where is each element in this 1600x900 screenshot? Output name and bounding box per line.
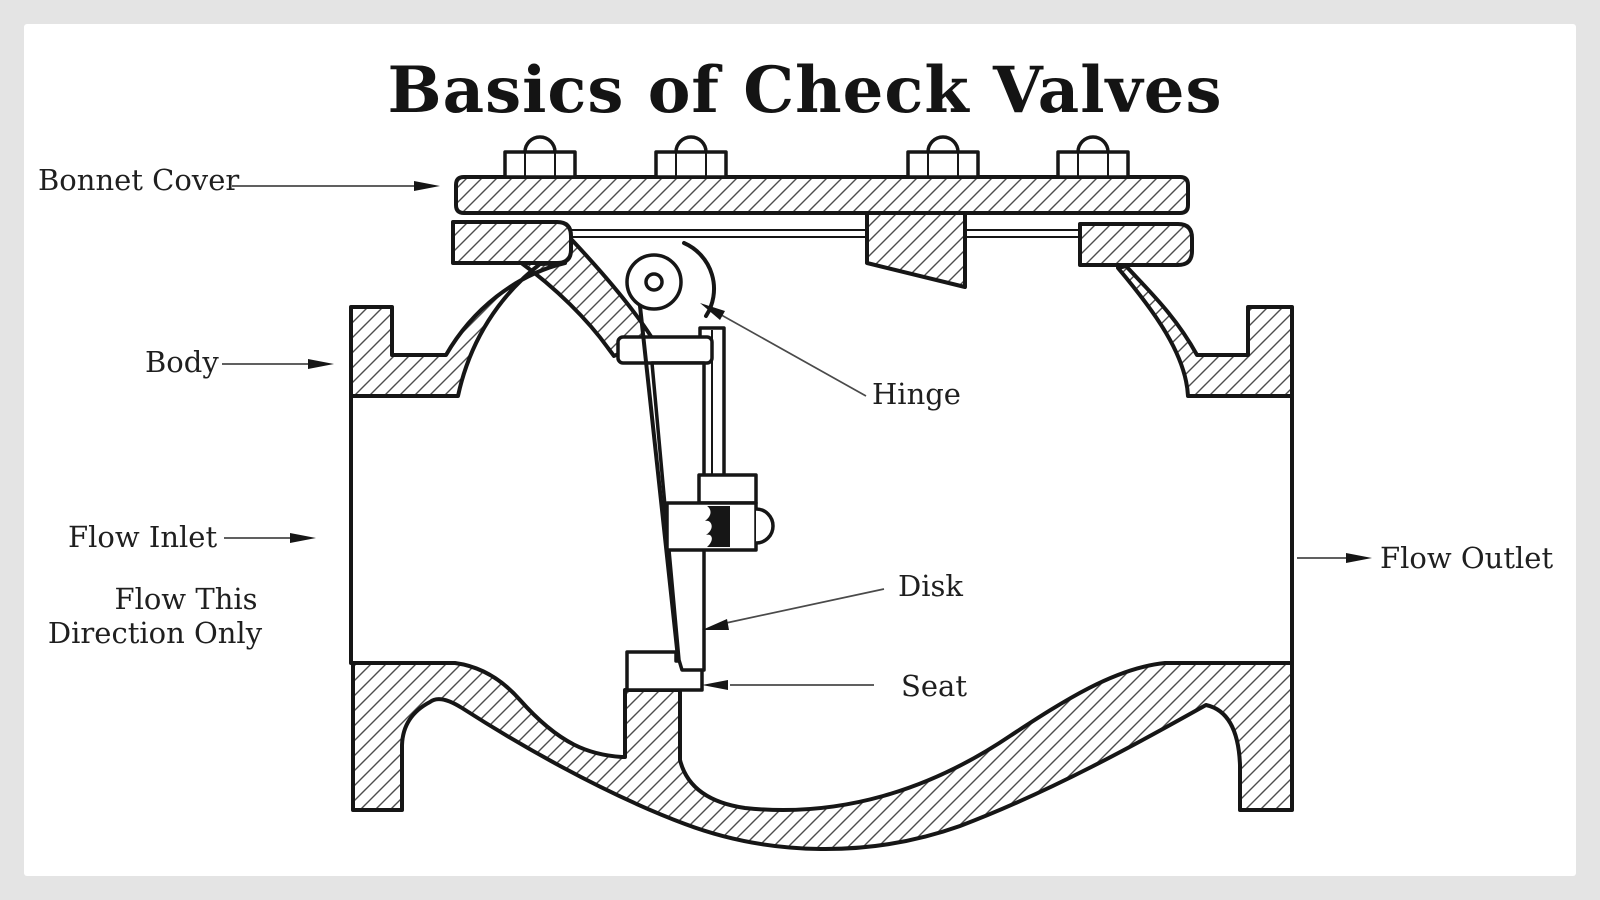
body-left-flange — [349, 261, 567, 398]
body-arrow — [308, 359, 334, 369]
flow-inlet-arrow — [290, 533, 316, 543]
bonnet-bolt-1 — [503, 135, 577, 179]
page-title: Basics of Check Valves — [388, 53, 1223, 128]
seat-arrow — [702, 680, 728, 690]
body-rim-lines — [571, 229, 1080, 238]
disk-part — [616, 304, 775, 672]
bonnet-bolt-4 — [1056, 135, 1130, 179]
disk-arrow — [702, 619, 729, 630]
hinge-pin — [644, 272, 664, 292]
body-bottom — [351, 661, 1294, 852]
label-seat: Seat — [901, 669, 967, 703]
bonnet-slab — [454, 175, 1190, 215]
hinge-callout — [700, 303, 867, 397]
disk-callout — [702, 588, 885, 630]
bonnet-cover-arrow — [414, 181, 440, 191]
bonnet-bolt-2 — [654, 135, 728, 179]
callouts — [222, 181, 1372, 690]
disk-washer — [697, 473, 758, 505]
bonnet-bolt-3 — [906, 135, 980, 179]
hinge-part — [625, 241, 717, 318]
bonnet-cover-callout — [232, 181, 440, 191]
diagram-canvas — [24, 24, 1576, 876]
label-flow-inlet: Flow Inlet — [68, 520, 217, 554]
swing-arc — [682, 241, 717, 318]
label-flow-note-line1: Flow This — [114, 582, 257, 616]
bonnet-cover-part — [454, 135, 1190, 215]
disk-section-break — [705, 506, 730, 547]
label-bonnet-cover: Bonnet Cover — [38, 163, 239, 197]
body-top-right-block — [1078, 222, 1194, 267]
flow-outlet-callout — [1297, 553, 1372, 563]
label-flow-outlet: Flow Outlet — [1380, 541, 1553, 575]
disk-arm — [638, 304, 680, 660]
body-top-left-block — [451, 220, 573, 265]
body-callout — [222, 359, 334, 369]
disk-dome — [755, 507, 775, 545]
label-hinge: Hinge — [872, 377, 961, 411]
hinge-arrow — [700, 303, 725, 320]
label-disk: Disk — [898, 569, 963, 603]
label-body: Body — [145, 345, 219, 379]
bonnet-wedge — [865, 211, 967, 289]
flow-outlet-arrow — [1346, 553, 1372, 563]
label-flow-note-line2: Direction Only — [48, 616, 263, 650]
body-right-flange — [1116, 264, 1294, 398]
hinge-clamp — [616, 335, 714, 365]
flow-inlet-callout — [224, 533, 316, 543]
seat-callout — [702, 680, 874, 690]
